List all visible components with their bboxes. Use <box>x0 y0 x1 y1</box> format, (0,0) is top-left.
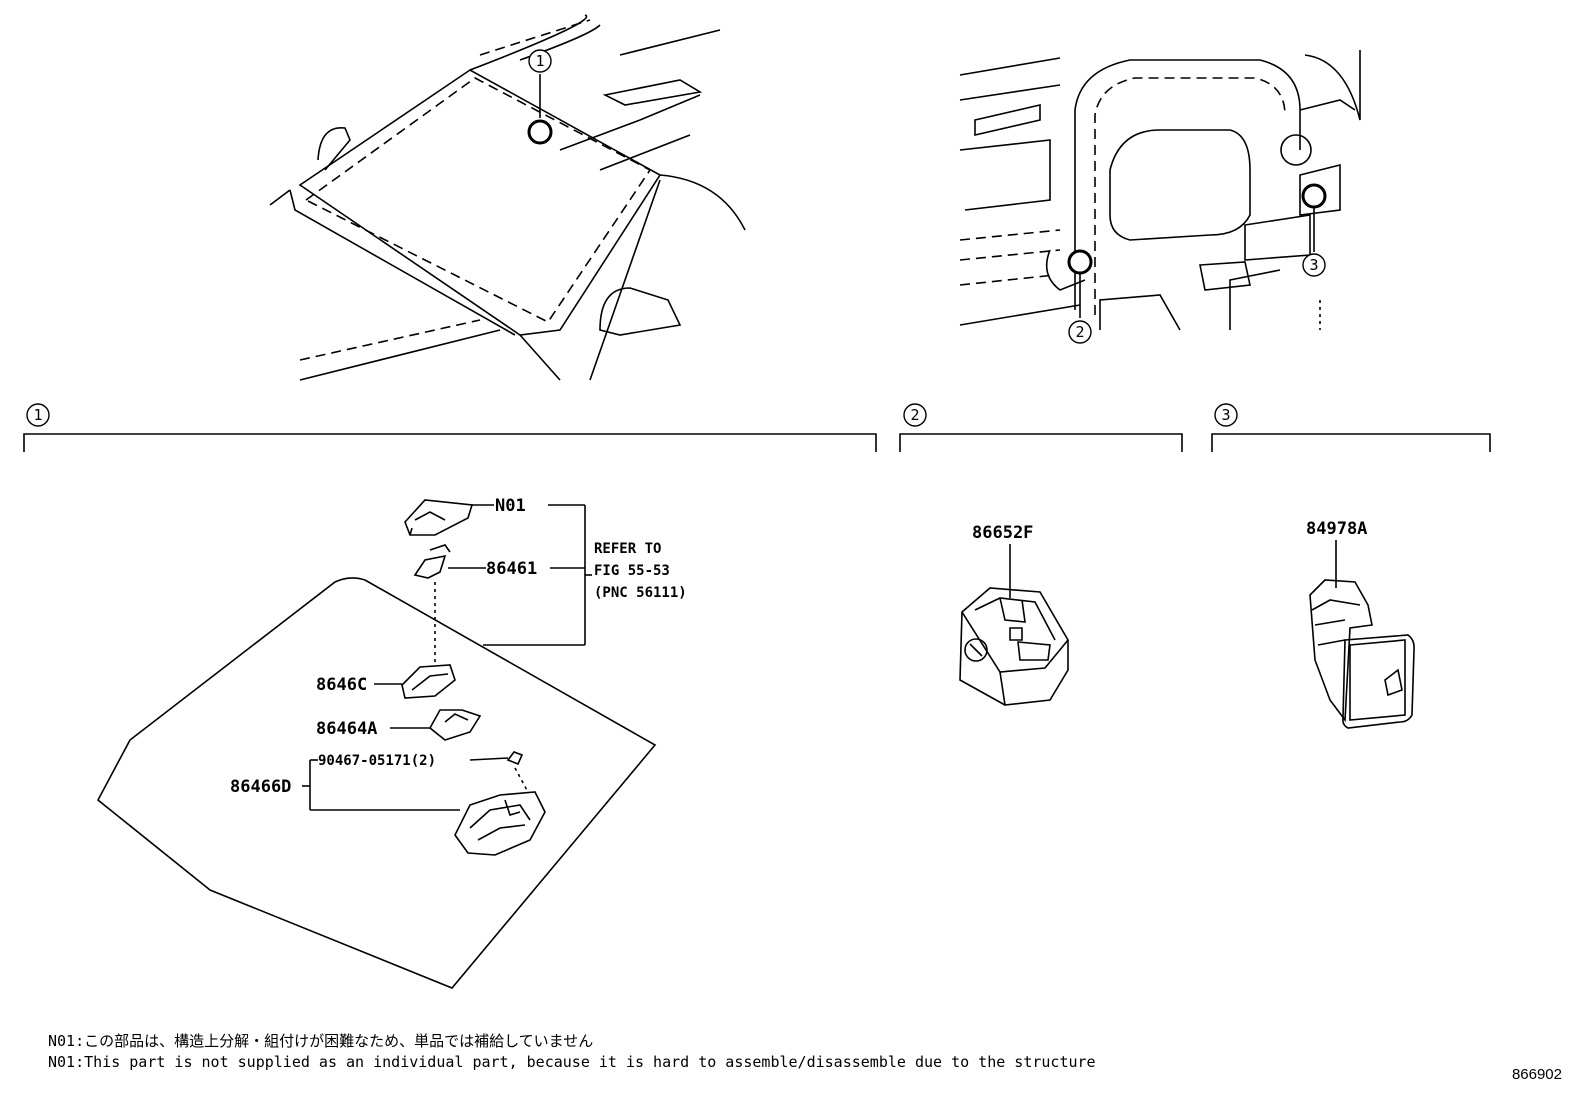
label-84978a: 84978A <box>1306 519 1367 539</box>
svg-text:3: 3 <box>1221 406 1230 424</box>
windshield-glass-detail <box>96 577 657 989</box>
reference-line-3: (PNC 56111) <box>594 585 687 601</box>
leader-lines-section-1 <box>302 504 592 811</box>
svg-text:1: 1 <box>535 52 544 70</box>
part-86464a-clip <box>428 709 482 741</box>
label-n01: N01 <box>495 496 526 516</box>
note-japanese: N01:この部品は、構造上分解・組付けが困難なため、単品では補給していません <box>48 1032 594 1050</box>
part-86461-sensor <box>413 544 451 579</box>
label-86461: 86461 <box>486 559 537 579</box>
svg-text:3: 3 <box>1309 256 1318 274</box>
part-8646c-bracket <box>401 664 456 699</box>
label-86652f: 86652F <box>972 523 1033 543</box>
label-90467-05171: 90467-05171(2) <box>318 753 436 769</box>
windshield-overview <box>269 14 746 381</box>
callout-2-top: 2 <box>1068 320 1092 344</box>
section-2-header: 2 <box>899 403 1183 452</box>
note-english: N01:This part is not supplied as an indi… <box>48 1053 1096 1071</box>
diagram-code: 866902 <box>1511 1066 1562 1083</box>
part-n01-cover <box>404 499 474 536</box>
reference-line-1: REFER TO <box>594 541 661 557</box>
svg-text:2: 2 <box>1075 323 1084 341</box>
assembly-line-90467 <box>514 767 529 793</box>
part-90467-clip <box>506 751 524 766</box>
callout-3-top: 3 <box>1302 253 1326 277</box>
section-3-header: 3 <box>1211 403 1491 452</box>
section-1-header: 1 <box>23 403 877 452</box>
part-86652f-switch <box>959 544 1069 706</box>
part-84978a-switch <box>1309 540 1415 729</box>
reference-line-2: FIG 55-53 <box>594 563 670 579</box>
label-86464a: 86464A <box>316 719 377 739</box>
label-8646c: 8646C <box>316 675 367 695</box>
label-86466d: 86466D <box>230 777 291 797</box>
svg-text:1: 1 <box>33 406 42 424</box>
instrument-panel-overview <box>959 50 1361 331</box>
svg-text:2: 2 <box>910 406 919 424</box>
part-86466d-cover <box>454 791 546 856</box>
callout-1-top: 1 <box>528 49 552 73</box>
